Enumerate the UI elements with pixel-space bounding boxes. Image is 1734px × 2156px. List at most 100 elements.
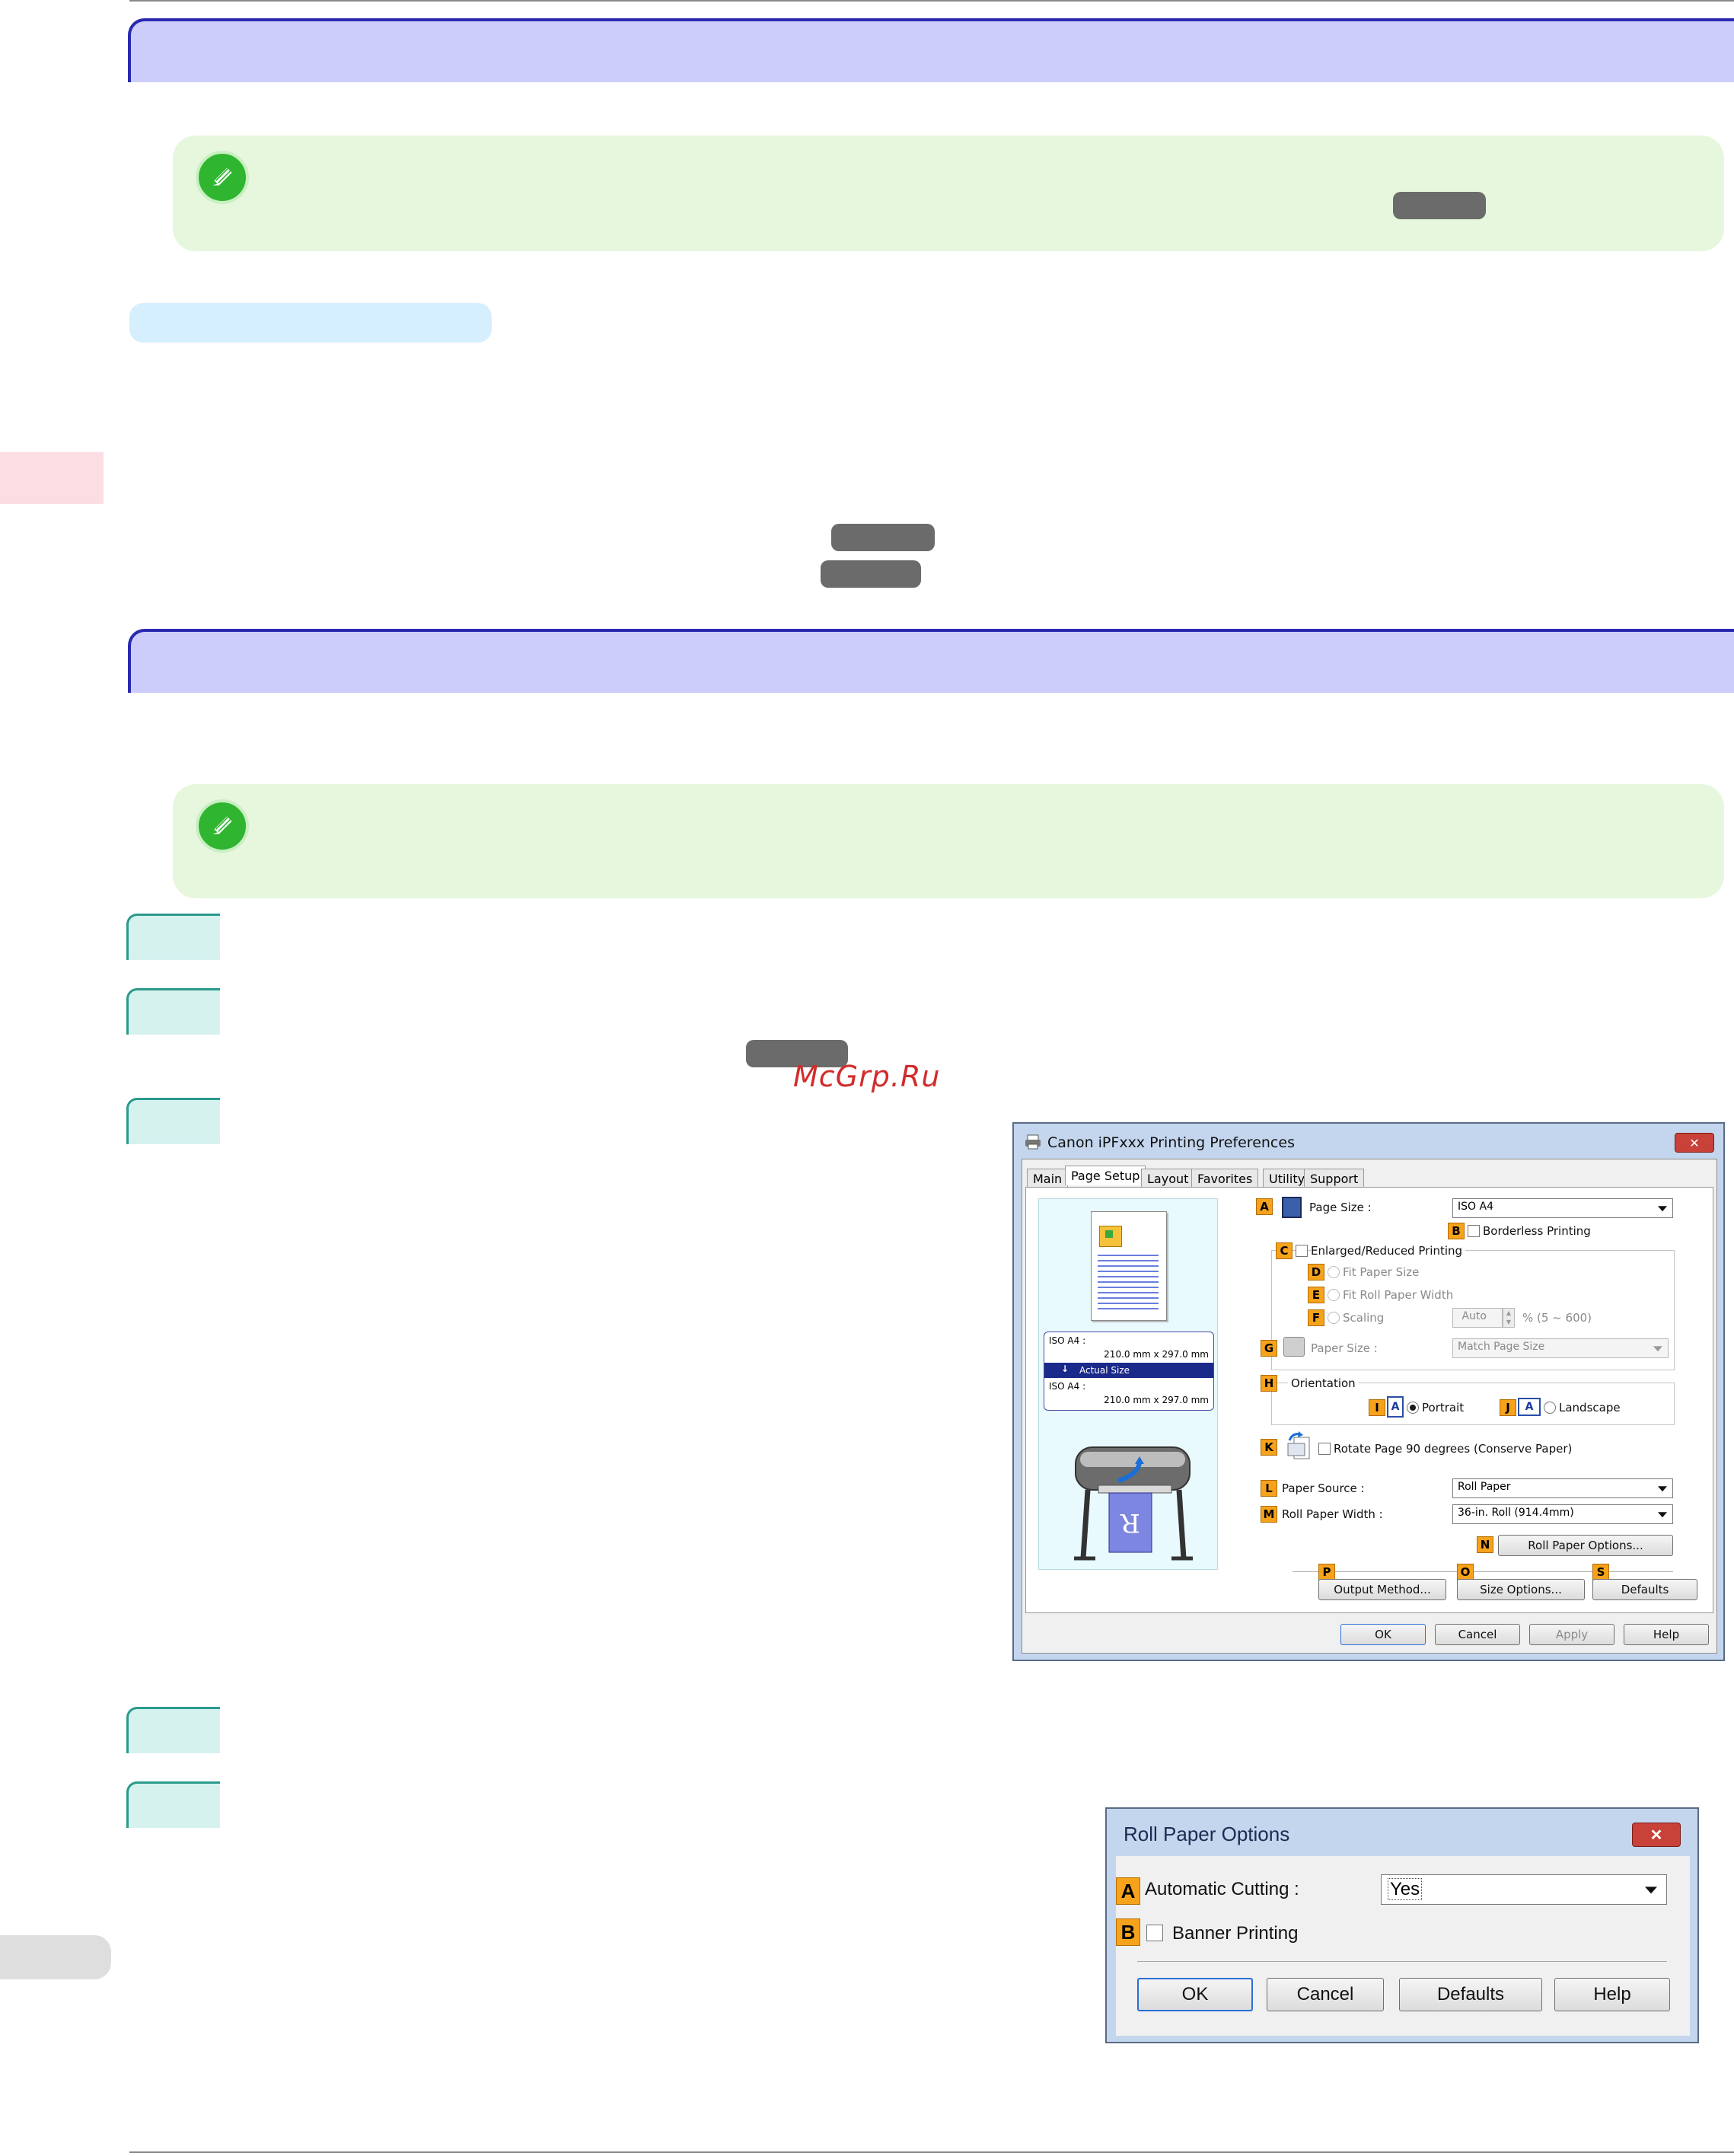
scaling-spinner[interactable]: ▲▼ (1503, 1308, 1515, 1328)
help-button[interactable]: Help (1554, 1978, 1670, 2011)
badge-s: S (1592, 1564, 1609, 1580)
portrait-icon: A (1387, 1396, 1404, 1418)
tab-panel: ISO A4 : 210.0 mm x 297.0 mm ↓ Actual Si… (1025, 1187, 1713, 1613)
roll-paper-options-dialog: Roll Paper Options ✕ A Automatic Cutting… (1105, 1807, 1699, 2043)
output-size-label: ISO A4 : (1049, 1381, 1086, 1392)
step-badge (126, 1707, 220, 1753)
badge-o: O (1457, 1564, 1474, 1580)
paper-size-select[interactable]: Match Page Size (1452, 1338, 1669, 1358)
output-method-button[interactable]: Output Method... (1318, 1579, 1446, 1600)
tab-page-setup[interactable]: Page Setup (1065, 1166, 1146, 1185)
paper-size-value: Match Page Size (1458, 1341, 1545, 1353)
scaling-radio[interactable] (1328, 1312, 1340, 1324)
page-reference-link[interactable] (821, 560, 921, 588)
roll-paper-options-button[interactable]: Roll Paper Options... (1498, 1535, 1673, 1556)
page-reference-link[interactable] (1393, 192, 1486, 219)
badge-f: F (1308, 1309, 1324, 1326)
portrait-label: Portrait (1422, 1401, 1465, 1414)
page-size-label: Page Size : (1309, 1201, 1372, 1214)
scaling-value: Auto (1461, 1310, 1487, 1322)
tab-layout[interactable]: Layout (1141, 1169, 1195, 1188)
enlarged-checkbox[interactable] (1296, 1245, 1308, 1257)
step-badge (126, 988, 220, 1035)
note-pencil-icon (196, 799, 249, 853)
size-options-button[interactable]: Size Options... (1457, 1579, 1585, 1600)
note-pencil-icon (196, 151, 249, 204)
page-reference-link[interactable] (831, 524, 935, 551)
page-reference-link[interactable] (746, 1040, 848, 1067)
badge-g: G (1261, 1340, 1277, 1357)
close-button[interactable]: ✕ (1632, 1823, 1681, 1847)
automatic-cutting-value: Yes (1388, 1878, 1423, 1900)
help-button[interactable]: Help (1624, 1624, 1709, 1645)
paper-size-label: Paper Size : (1311, 1341, 1378, 1355)
chapter-side-tab[interactable] (0, 452, 104, 504)
tab-utility[interactable]: Utility (1263, 1169, 1312, 1188)
rotate-checkbox[interactable] (1318, 1443, 1331, 1455)
section-header (128, 629, 1734, 693)
paper-source-value: Roll Paper (1458, 1481, 1511, 1493)
printing-preferences-dialog: Canon iPFxxx Printing Preferences ✕ Main… (1012, 1122, 1725, 1661)
ok-button[interactable]: OK (1340, 1624, 1426, 1645)
banner-printing-checkbox[interactable] (1146, 1925, 1163, 1941)
apply-button[interactable]: Apply (1529, 1624, 1614, 1645)
badge-k: K (1261, 1439, 1277, 1456)
button-row-divider (1137, 1961, 1667, 1962)
close-button[interactable]: ✕ (1675, 1133, 1714, 1153)
dialog-client-area: Main Page Setup Layout Favorites Utility… (1022, 1159, 1717, 1654)
tab-support[interactable]: Support (1304, 1169, 1365, 1188)
badge-b: B (1448, 1223, 1465, 1239)
borderless-checkbox[interactable] (1468, 1225, 1480, 1237)
paper-source-label: Paper Source : (1282, 1481, 1365, 1495)
fit-paper-label: Fit Paper Size (1343, 1265, 1420, 1279)
landscape-label: Landscape (1559, 1401, 1621, 1414)
borderless-label: Borderless Printing (1483, 1224, 1591, 1238)
badge-a: A (1256, 1198, 1273, 1215)
badge-l: L (1261, 1480, 1277, 1497)
automatic-cutting-select[interactable]: Yes (1381, 1874, 1667, 1905)
printer-icon (1025, 1134, 1041, 1150)
fit-roll-radio[interactable] (1328, 1289, 1340, 1301)
step-badge (126, 1098, 220, 1144)
paper-source-select[interactable]: Roll Paper (1452, 1478, 1673, 1498)
fit-roll-label: Fit Roll Paper Width (1343, 1288, 1454, 1302)
orientation-group (1271, 1383, 1675, 1425)
subsection-heading (129, 303, 492, 343)
step-badge (126, 914, 220, 960)
size-info-box: ISO A4 : 210.0 mm x 297.0 mm ↓ Actual Si… (1044, 1332, 1214, 1411)
defaults-button[interactable]: Defaults (1399, 1978, 1542, 2011)
enlarged-label: Enlarged/Reduced Printing (1311, 1244, 1466, 1258)
dialog-title: Canon iPFxxx Printing Preferences (1047, 1134, 1295, 1151)
dialog-client-area: A Automatic Cutting : Yes B Banner Print… (1116, 1856, 1690, 2036)
ok-button[interactable]: OK (1137, 1978, 1253, 2011)
badge-e: E (1308, 1287, 1324, 1303)
badge-m: M (1261, 1506, 1277, 1523)
scaling-input[interactable]: Auto (1452, 1308, 1503, 1328)
banner-printing-label: Banner Printing (1172, 1923, 1299, 1944)
tab-favorites[interactable]: Favorites (1191, 1169, 1259, 1188)
bottom-rule (129, 2151, 1734, 2153)
page-size-value: ISO A4 (1458, 1201, 1493, 1213)
watermark-text: McGrp.Ru (793, 1060, 941, 1093)
roll-width-select[interactable]: 36-in. Roll (914.4mm) (1452, 1504, 1673, 1524)
defaults-button[interactable]: Defaults (1592, 1579, 1697, 1600)
badge-j: J (1500, 1399, 1516, 1416)
cancel-button[interactable]: Cancel (1435, 1624, 1520, 1645)
badge-c: C (1276, 1242, 1293, 1259)
output-size-dims: 210.0 mm x 297.0 mm (1104, 1395, 1209, 1405)
button-row-divider (1293, 1571, 1673, 1572)
roll-width-label: Roll Paper Width : (1282, 1507, 1383, 1521)
portrait-radio[interactable] (1407, 1402, 1419, 1414)
cancel-button[interactable]: Cancel (1267, 1978, 1384, 2011)
automatic-cutting-label: Automatic Cutting : (1145, 1879, 1299, 1899)
rotate-label: Rotate Page 90 degrees (Conserve Paper) (1334, 1442, 1573, 1456)
fit-paper-radio[interactable] (1328, 1266, 1340, 1278)
printer-illustration: R (1065, 1432, 1194, 1563)
landscape-radio[interactable] (1544, 1402, 1556, 1414)
badge-i: I (1369, 1399, 1385, 1416)
page-size-select[interactable]: ISO A4 (1452, 1198, 1673, 1218)
tab-main[interactable]: Main (1027, 1169, 1069, 1188)
badge-p: P (1318, 1564, 1335, 1580)
down-arrow-icon: ↓ (1061, 1363, 1069, 1374)
orientation-label: Orientation (1288, 1376, 1359, 1390)
